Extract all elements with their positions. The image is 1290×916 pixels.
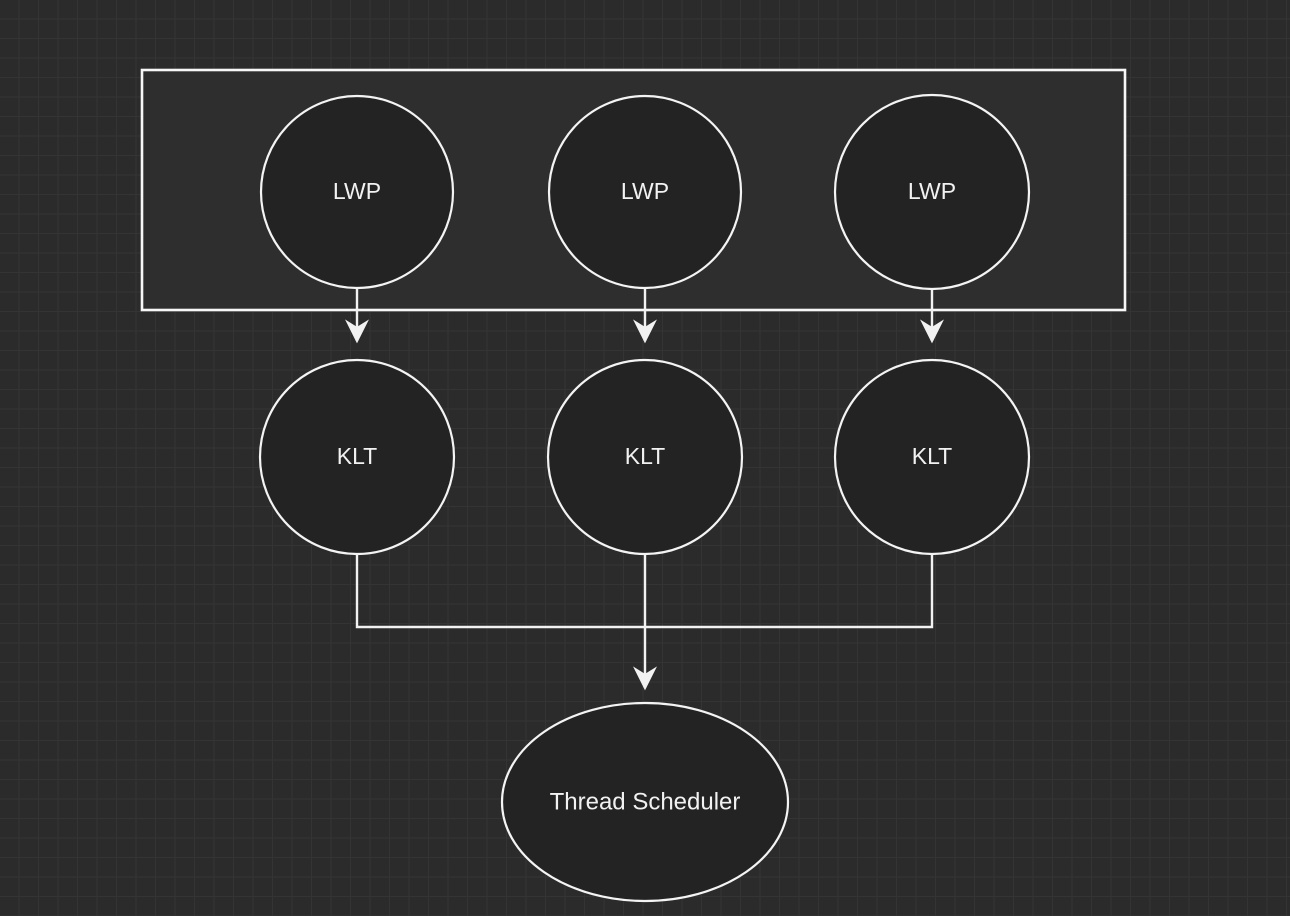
klt-1-circle[interactable] [258, 358, 456, 556]
klt-2-label: KLT [625, 443, 665, 469]
lwp-3-label: LWP [908, 178, 956, 204]
node-lwp-3[interactable]: LWP [833, 93, 1031, 291]
node-thread-scheduler[interactable]: Thread Scheduler [500, 701, 790, 903]
klt-3-circle[interactable] [833, 358, 1031, 556]
node-lwp-1[interactable]: LWP [259, 94, 455, 290]
klt-2-circle[interactable] [546, 358, 744, 556]
lwp-1-circle[interactable] [259, 94, 455, 290]
node-klt-1[interactable]: KLT [258, 358, 456, 556]
klt-3-label: KLT [912, 443, 952, 469]
lwp-2-circle[interactable] [547, 94, 743, 290]
edge-group-lwp-to-klt [345, 288, 944, 344]
edge-group-klt-to-scheduler [355, 554, 934, 691]
edge-klt1-to-scheduler [355, 554, 645, 629]
lwp-1-label: LWP [333, 178, 381, 204]
thread-scheduler-ellipse[interactable] [500, 701, 790, 903]
node-klt-2[interactable]: KLT [546, 358, 744, 556]
edge-klt3-to-scheduler [645, 554, 934, 629]
node-klt-3[interactable]: KLT [833, 358, 1031, 556]
lwp-3-circle[interactable] [833, 93, 1031, 291]
thread-scheduler-label: Thread Scheduler [550, 788, 741, 815]
lwp-2-label: LWP [621, 178, 669, 204]
node-lwp-2[interactable]: LWP [547, 94, 743, 290]
klt-1-label: KLT [337, 443, 377, 469]
